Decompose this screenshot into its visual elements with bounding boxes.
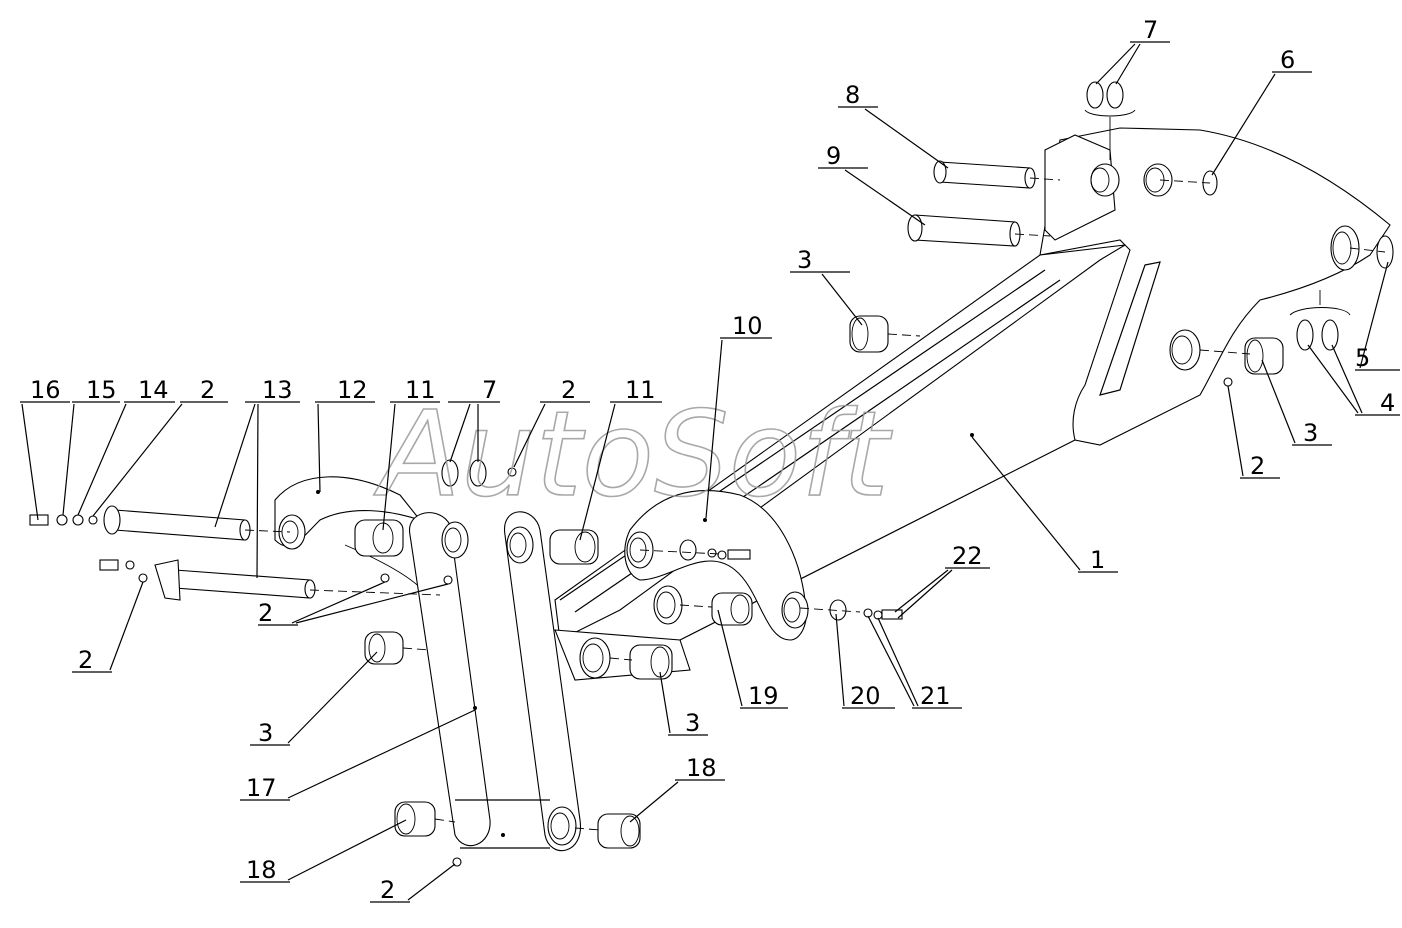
callout-2: 2 [561,376,576,404]
leader-lines [20,41,1400,903]
callout-18: 18 [246,856,277,884]
callout-11: 11 [405,376,436,404]
pin-13-upper [103,505,251,541]
callout-17: 17 [246,774,277,802]
callout-8: 8 [845,81,860,109]
callout-5: 5 [1355,344,1370,372]
callout-1: 1 [1090,546,1105,574]
callout-15: 15 [86,376,117,404]
callout-13: 13 [262,376,293,404]
callout-21: 21 [920,682,951,710]
callout-2: 2 [200,376,215,404]
callout-2: 2 [380,876,395,904]
callout-2: 2 [78,646,93,674]
bushings [354,315,1284,849]
callout-10: 10 [732,312,763,340]
callout-3: 3 [258,719,273,747]
callout-2: 2 [258,599,273,627]
callout-20: 20 [850,682,881,710]
callout-7: 7 [1143,16,1158,44]
callout-11: 11 [625,376,656,404]
pin-9 [907,214,1021,247]
callout-3: 3 [1303,419,1318,447]
link-17 [409,511,581,852]
pin-13-lower [154,559,316,601]
pin-8 [933,160,1036,189]
callout-9: 9 [826,142,841,170]
callout-4: 4 [1380,389,1395,417]
watermark-text: AutoSoft [373,385,893,523]
callout-2: 2 [1250,452,1265,480]
callout-16: 16 [30,376,61,404]
callout-7: 7 [482,376,497,404]
rings [441,81,1394,621]
callout-19: 19 [748,682,779,710]
callout-22: 22 [952,542,983,570]
fasteners [29,377,1233,867]
callout-labels: 16 15 14 2 13 12 11 7 2 11 10 3 9 8 7 6 … [30,16,1395,904]
callout-12: 12 [337,376,368,404]
callout-14: 14 [138,376,169,404]
callout-3: 3 [685,709,700,737]
callout-18: 18 [686,754,717,782]
callout-6: 6 [1280,46,1295,74]
axis-lines [244,109,1386,831]
callout-3: 3 [797,246,812,274]
